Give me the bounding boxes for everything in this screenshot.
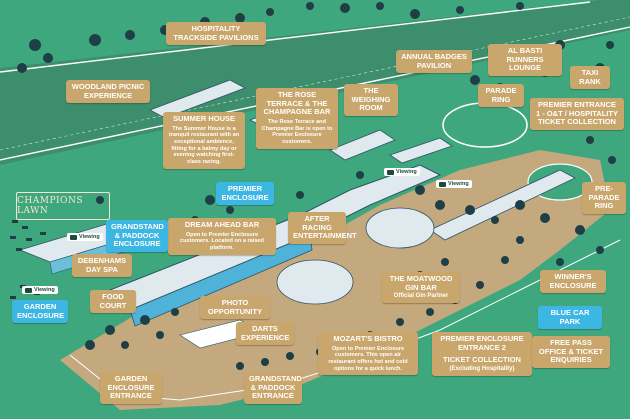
label-pre-parade-ring[interactable]: PRE- PARADE RING: [582, 182, 626, 214]
label-taxi-rank[interactable]: TAXI RANK: [570, 66, 610, 90]
label-blue-car-park[interactable]: BLUE CAR PARK: [538, 306, 602, 330]
viewing-icon: [25, 287, 32, 293]
label-free-pass-office[interactable]: FREE PASS OFFICE & TICKET ENQUIRIES: [532, 336, 610, 368]
label-food-court[interactable]: FOOD COURT: [90, 290, 136, 314]
track-rail-mid: [0, 16, 630, 151]
label-dream-ahead-bar[interactable]: DREAM AHEAD BAR Open to Premier Enclosur…: [168, 218, 276, 255]
viewing-text: Viewing: [79, 234, 100, 240]
mozarts-title: MOZART'S BISTRO: [333, 334, 403, 343]
label-grandstand-paddock-enclosure[interactable]: GRANDSTAND & PADDOCK ENCLOSURE: [106, 220, 168, 252]
label-garden-entrance[interactable]: GARDEN ENCLOSURE ENTRANCE: [100, 372, 162, 404]
viewing-icon: [70, 234, 77, 240]
label-moatwood-gin-bar[interactable]: THE MOATWOOD GIN BAR Official Gin Partne…: [382, 272, 460, 304]
label-grandstand-entrance[interactable]: GRANDSTAND & PADDOCK ENTRANCE: [244, 372, 302, 404]
label-annual-badges[interactable]: ANNUAL BADGES PAVILION: [396, 50, 472, 74]
ticket-collection-title: TICKET COLLECTION: [443, 355, 521, 365]
premier-entrance-2-title: PREMIER ENCLOSURE ENTRANCE 2: [440, 334, 524, 352]
viewing-badge-2: Viewing: [22, 286, 58, 294]
label-parade-ring[interactable]: PARADE RING: [478, 84, 524, 108]
ticket-collection-sub: (Excluding Hospitality): [449, 365, 515, 372]
label-hospitality-pavilions[interactable]: HOSPITALITY TRACKSIDE PAVILIONS: [166, 22, 266, 46]
dome-right: [365, 207, 435, 249]
label-photo-opportunity[interactable]: PHOTO OPPORTUNITY: [200, 296, 270, 320]
viewing-text: Viewing: [396, 169, 417, 175]
summer-house-title: SUMMER HOUSE: [172, 114, 236, 123]
dream-ahead-title: DREAM AHEAD BAR: [184, 220, 260, 229]
moatwood-sub: Official Gin Partner: [393, 293, 449, 300]
viewing-badge-1: Viewing: [67, 233, 103, 241]
label-premier-enclosure[interactable]: PREMIER ENCLOSURE: [216, 182, 274, 206]
label-premier-entrance-2[interactable]: PREMIER ENCLOSURE ENTRANCE 2 TICKET COLL…: [432, 332, 532, 376]
label-winners-enclosure[interactable]: WINNER'S ENCLOSURE: [540, 270, 606, 294]
rose-terrace-desc: The Rose Terrace and Champagne Bar is op…: [261, 118, 333, 145]
right-building-row: [429, 169, 576, 241]
label-rose-terrace[interactable]: THE ROSE TERRACE & THE CHAMPAGNE BAR The…: [256, 88, 338, 149]
viewing-icon: [387, 169, 394, 175]
label-mozarts-bistro[interactable]: MOZART'S BISTRO Open to Premier Enclosur…: [318, 332, 418, 376]
annual-badges-building: [389, 137, 453, 164]
parade-ring-shape: [442, 102, 528, 148]
dome-left: [276, 259, 354, 305]
label-al-basti[interactable]: AL BASTI RUNNERS LOUNGE: [488, 44, 562, 76]
champions-lawn-logo: CHAMPIONS LAWN: [16, 192, 110, 220]
track-rail-outer: [0, 1, 591, 73]
label-garden-enclosure[interactable]: GARDEN ENCLOSURE: [12, 300, 68, 324]
viewing-badge-4: Viewing: [436, 180, 472, 188]
race-track: [0, 0, 630, 165]
label-woodland-picnic[interactable]: WOODLAND PICNIC EXPERIENCE: [66, 80, 150, 104]
label-debenhams-spa[interactable]: DEBENHAMS DAY SPA: [72, 254, 132, 278]
viewing-text: Viewing: [34, 287, 55, 293]
viewing-badge-3: Viewing: [384, 168, 420, 176]
label-after-racing[interactable]: AFTER RACING ENTERTAINMENT: [288, 212, 357, 244]
dream-ahead-desc: Open to Premier Enclosure customers. Loc…: [180, 231, 264, 252]
label-premier-entrance-1[interactable]: PREMIER ENTRANCE 1 - O&T / HOSPITALITY T…: [530, 98, 624, 130]
moatwood-title: THE MOATWOOD GIN BAR: [389, 274, 453, 292]
label-weighing-room[interactable]: THE WEIGHING ROOM: [344, 84, 398, 116]
viewing-text: Viewing: [448, 181, 469, 187]
mozarts-desc: Open to Premier Enclosure customers. Thi…: [328, 345, 408, 372]
viewing-icon: [439, 181, 446, 187]
summer-house-desc: The Summer House is a tranquil restauran…: [168, 125, 240, 166]
label-summer-house[interactable]: SUMMER HOUSE The Summer House is a tranq…: [163, 112, 245, 169]
weighing-room-building: [329, 129, 396, 161]
rose-terrace-title: THE ROSE TERRACE & THE CHAMPAGNE BAR: [263, 90, 331, 117]
grandstand-facade: [129, 234, 313, 327]
label-darts-experience[interactable]: DARTS EXPERIENCE: [236, 322, 294, 346]
summer-house-building: [149, 79, 246, 119]
